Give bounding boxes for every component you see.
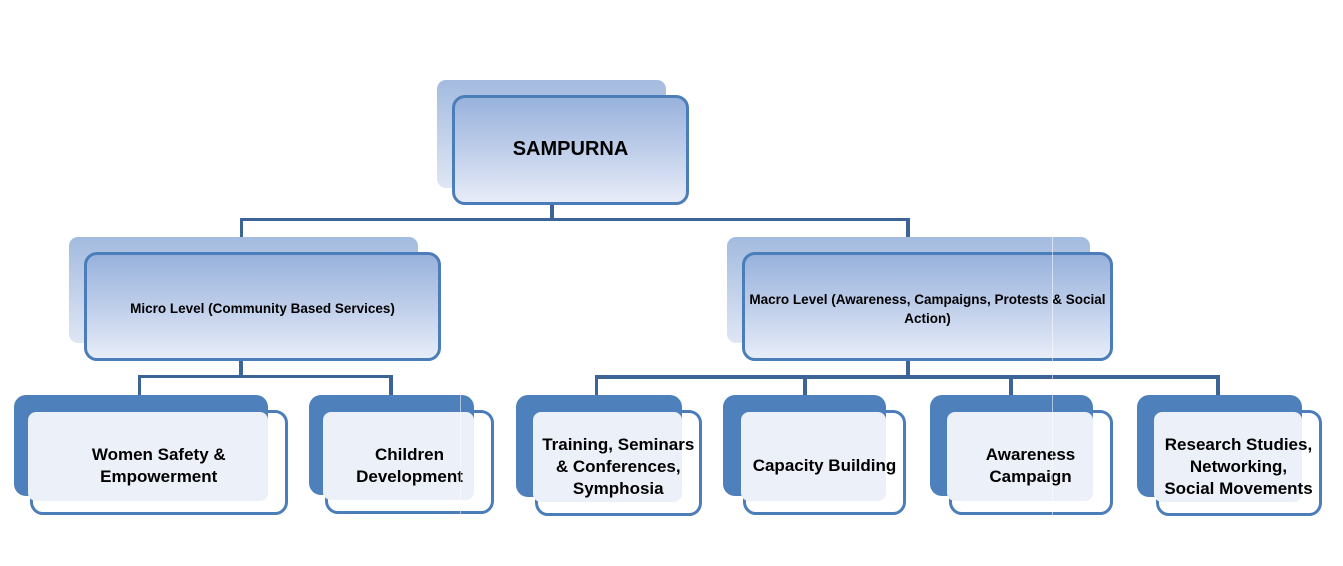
connector-macro-rail xyxy=(594,375,1220,379)
connector-capacity-drop xyxy=(803,376,807,396)
node-micro-level-shadow xyxy=(69,237,418,343)
node-research-studies-label: Research Studies, Networking, Social Mov… xyxy=(1164,434,1313,498)
connector-macro-stem xyxy=(906,359,910,378)
connector-children-drop xyxy=(389,376,393,396)
node-sampurna-shadow xyxy=(437,80,666,188)
node-women-safety-back xyxy=(13,395,268,496)
node-training-seminars-box xyxy=(534,409,702,516)
node-sampurna-box: SAMPURNA xyxy=(452,95,689,205)
node-training-seminars-label: Training, Seminars & Conferences, Sympho… xyxy=(542,434,695,498)
seam-artifact-right xyxy=(1052,228,1053,566)
node-training-seminars-back xyxy=(515,395,682,497)
node-awareness-campaign-label: Awareness Campaign xyxy=(985,445,1076,486)
seam-artifact-left xyxy=(460,228,461,566)
node-capacity-building-back xyxy=(723,395,886,496)
node-children-development-label: Children Development xyxy=(356,444,463,486)
node-children-development-box xyxy=(325,409,494,514)
connector-micro-rail xyxy=(137,374,393,379)
connector-research-drop xyxy=(1216,376,1220,396)
node-awareness-campaign-box xyxy=(948,409,1113,515)
node-awareness-campaign-back xyxy=(929,395,1093,496)
node-research-studies-box xyxy=(1155,409,1322,516)
node-awareness-campaign-panel xyxy=(946,411,1093,501)
node-research-studies-back xyxy=(1136,395,1302,497)
node-capacity-building-panel xyxy=(741,411,886,501)
node-capacity-building-label: Capacity Building xyxy=(752,456,897,475)
connector-level2-rail xyxy=(239,217,910,222)
node-training-seminars-panel xyxy=(532,411,682,502)
connector-macro-drop xyxy=(906,219,910,254)
connector-root-stem xyxy=(550,203,554,220)
node-research-studies-panel xyxy=(1153,411,1302,502)
connector-micro-stem xyxy=(239,359,243,378)
connector-micro-drop xyxy=(239,219,244,254)
node-women-safety-box xyxy=(30,409,288,515)
node-children-development-panel xyxy=(323,411,474,500)
node-sampurna-label: SAMPURNA xyxy=(512,138,629,160)
node-children-development-back xyxy=(309,395,474,495)
node-capacity-building-box xyxy=(743,409,906,515)
node-macro-level-box: Macro Level (Awareness, Campaigns, Prote… xyxy=(742,252,1113,361)
connector-awareness-drop xyxy=(1009,376,1013,396)
connector-women-drop xyxy=(137,376,142,396)
node-micro-level-box: Micro Level (Community Based Services) xyxy=(84,252,441,361)
connector-training-drop xyxy=(594,376,599,396)
node-women-safety-panel xyxy=(28,411,268,501)
node-women-safety-label: Women Safety & Empowerment xyxy=(91,445,226,486)
node-micro-level-label: Micro Level (Community Based Services) xyxy=(130,301,395,317)
